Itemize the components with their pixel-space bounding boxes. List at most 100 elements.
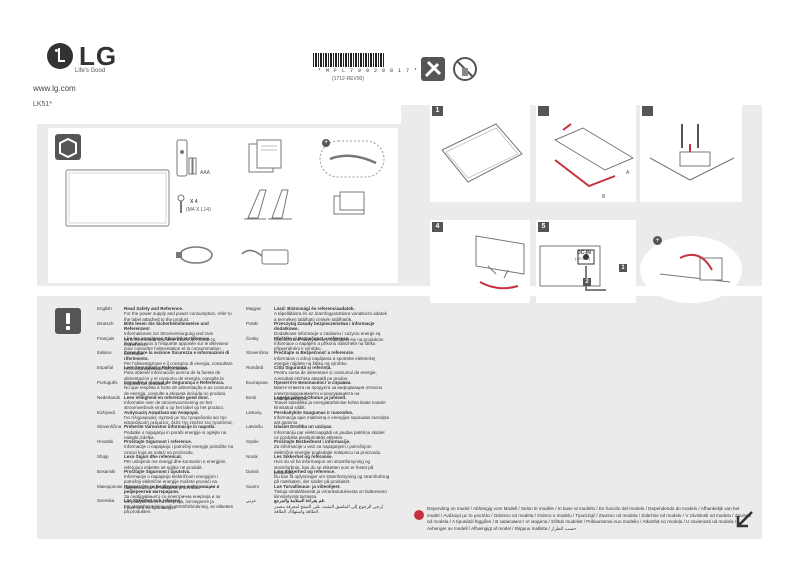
language-title: Przeczytaj Zasady bezpieczeństwa i infor… <box>274 320 375 332</box>
language-title: Přečtěte si Bezpečnost a reference. <box>274 335 350 341</box>
language-name: Shqip <box>97 454 109 459</box>
language-body: Pentru sursa de alimentare și consumul d… <box>274 370 377 381</box>
language-title: Izlasiet Drošība un uzziņas. <box>274 424 333 430</box>
cable-holder-icon <box>333 191 365 215</box>
language-text: Lásd: Biztonsági és referenciaadatok. A … <box>274 306 390 322</box>
tools-icon <box>421 57 445 81</box>
language-title: Prečítajte si Bezpečnosť a referencie. <box>274 350 355 356</box>
language-name: Latviešu <box>246 424 263 430</box>
step6-illustration <box>659 254 731 283</box>
language-body: For the power supply and power consumpti… <box>124 311 232 322</box>
language-text: Прочетете Безопасност и справки. Вижте е… <box>274 380 390 401</box>
language-body: يُرجى الرجوع إلى الملصق المثبت على المنت… <box>274 503 384 514</box>
brand-name: LG <box>79 41 118 71</box>
box-icon <box>55 134 81 160</box>
language-title: Leer Seguridad y Referencias. <box>124 365 189 371</box>
language-title: Pročitajte Sigurnost i reference. <box>124 439 193 445</box>
language-body: Informāciju par elektroapgādi un jaudas … <box>274 429 385 440</box>
language-name: Nederlands <box>97 394 121 400</box>
language-title: Perskaitykite Saugumas ir nuorodos. <box>274 409 354 415</box>
step-number-1: 1 <box>432 106 443 116</box>
language-title: Прочетете Безопасност и справки. <box>274 380 352 385</box>
language-name: Slovenščina <box>97 424 122 430</box>
language-text: Izlasiet Drošība un uzziņas. Informāciju… <box>274 424 390 440</box>
language-body: Informatie over de stroomvoorziening en … <box>124 400 225 411</box>
language-body: Reportez-vous à l'étiquette apposée sur … <box>124 340 229 357</box>
language-name: Deutsch <box>97 320 114 326</box>
bottom-left-panel <box>37 296 402 539</box>
language-text: Citiți Siguranță și referință. Pentru su… <box>274 365 390 381</box>
language-text: Prečítajte si Bezpečnosť a referencie. I… <box>274 350 390 366</box>
language-name: English <box>97 306 112 311</box>
language-text: Ανάγνωση Ασφάλεια και Αναφορά. Για πληρο… <box>124 410 234 426</box>
power-cord-icon <box>176 246 213 264</box>
language-body: Informacije o napajanju električnom ener… <box>124 474 219 490</box>
language-body: Për ushqimin me energji dhe konsumin e e… <box>124 459 227 470</box>
language-name: Svenska <box>97 498 115 504</box>
language-title: Læs Sikkerhed og reference. <box>274 468 336 474</box>
language-name: Български <box>246 380 268 385</box>
screws-qty: X 4 <box>190 199 198 205</box>
step5-illustration <box>539 245 606 291</box>
language-title: Lásd: Biztonsági és referenciaadatok. <box>274 306 355 311</box>
step-number-4: 4 <box>432 222 443 232</box>
language-name: Norsk <box>246 454 258 459</box>
step-number-3 <box>642 106 653 116</box>
step3-illustration <box>649 124 735 181</box>
plug-step-2: 2 <box>583 278 591 286</box>
language-body: För strömförsörjning och strömförbruknin… <box>124 503 234 514</box>
language-body: Du kan få oplysninger om strømforsyning … <box>274 474 390 485</box>
language-title: Lire les consignes Sécurité et référence… <box>124 335 211 341</box>
language-text: قم بقراءة السلامة والمرجع. يُرجى الرجوع … <box>274 498 390 514</box>
screws-size: (M4 X L14) <box>186 207 211 213</box>
language-text: Lees Veiligheid en referentie goed door.… <box>124 395 234 411</box>
language-text: Les Sikkerhet og referanse. Hvis du vil … <box>274 454 390 475</box>
language-name: عربي <box>246 498 257 504</box>
warning-icon <box>55 308 81 334</box>
language-name: Česky <box>246 335 259 341</box>
model-note-panel <box>409 503 759 536</box>
language-title: Bitte lesen Sie Sicherheitshinweise und … <box>124 320 209 332</box>
language-name: Bosanski <box>97 468 116 474</box>
language-text: Lexo Siguri dhe referencat. Për ushqimin… <box>124 454 234 470</box>
language-title: Lexo Siguri dhe referencat. <box>124 454 183 459</box>
language-text: Przeczytaj Zasady bezpieczeństwa i infor… <box>274 321 390 342</box>
language-name: Italiano <box>97 350 112 356</box>
language-body: Informacije o napajanju i potrošnji ener… <box>124 444 234 455</box>
language-title: Pročitajte Bezbednost i informacije. <box>274 439 351 445</box>
lg-logo-icon <box>47 43 73 69</box>
tv-illustration <box>65 169 170 227</box>
language-body: Informace o napájení a příkonu naleznete… <box>274 340 376 352</box>
arrow-icon <box>736 511 753 528</box>
language-name: Français <box>97 335 115 341</box>
label-a: A <box>626 170 630 176</box>
battery-label: AAA <box>200 170 211 176</box>
language-text: Läs Säkerhet och referens. För strömförs… <box>124 498 234 514</box>
language-name: Ελληνικά <box>97 409 116 415</box>
remote-icon <box>176 139 188 177</box>
language-title: Lees Veiligheid en referentie goed door. <box>124 394 210 400</box>
language-name: Eesti <box>246 394 257 400</box>
language-text: Leer Seguridad y Referencias. Para obten… <box>124 365 234 386</box>
language-body: Informácie o zdroji napájania a spotrebe… <box>274 355 376 366</box>
language-name: Română <box>246 365 264 371</box>
pencil-icon <box>414 510 424 520</box>
no-cleaning-icon <box>453 57 477 81</box>
screw-icon <box>177 194 185 213</box>
language-name: Srpski <box>246 439 259 445</box>
brand-url[interactable]: www.lg.com <box>33 84 76 93</box>
language-text: Pročitajte Sigurnost i reference. Inform… <box>124 439 234 455</box>
brand-tagline: Life's Good <box>75 68 106 74</box>
language-body: За снабдувањето со електрична енергија и… <box>124 494 221 510</box>
language-text: Preberite Varnostne informacije in napot… <box>124 424 234 440</box>
plus-icon-2: + <box>653 236 662 245</box>
language-title: Lue Turvallisuus- ja viiteohjeet. <box>274 483 341 489</box>
language-text: Perskaitykite Saugumas ir nuorodos. Info… <box>274 410 390 426</box>
language-name: Dansk <box>246 468 259 474</box>
language-name: Suomi <box>246 483 259 489</box>
dc-in-label: DC-IN <box>577 250 591 256</box>
language-name: Español <box>97 365 114 371</box>
language-title: Consulte o manual de Segurança e Referên… <box>124 380 225 385</box>
language-title: Read Safety and Reference. <box>124 306 184 311</box>
barcode-revision: (1712-REV00) <box>332 76 364 82</box>
